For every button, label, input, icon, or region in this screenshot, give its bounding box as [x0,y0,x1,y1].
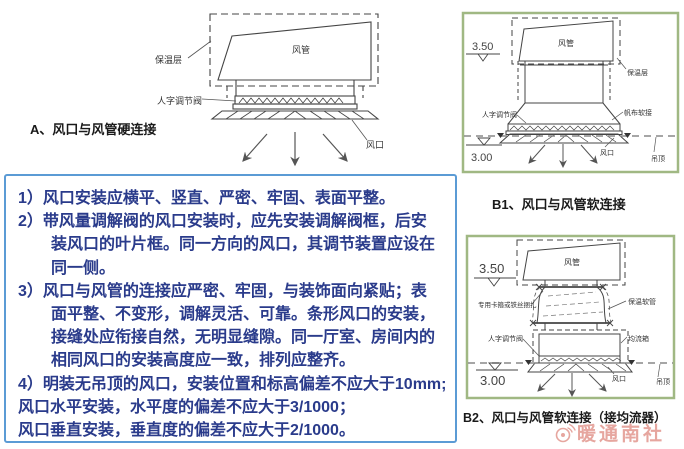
elevation-3-50: 3.50 [466,41,500,62]
leader-lines [187,40,368,141]
leader-lines [522,290,661,378]
canvas-joint-right [602,102,621,125]
airflow-arrows [528,144,598,168]
clamp-top-ties [535,283,607,291]
outlet-label: 风口 [612,375,626,383]
note-line: 风口垂直安装，垂直度的偏差不应大于2/1000。 [18,422,355,440]
note-line: 装风口的叶片框。同一方向的风口，其调节装置应设在 [51,236,436,254]
elevation-3-00: 3.00 [476,362,518,388]
note-line: 4）明装无吊顶的风口，安装位置和标高偏差不应大于10mm; [18,375,447,393]
ceiling-label: 吊顶 [651,155,665,163]
clamp-label: 专用卡箍或铁丝捆扎 [478,300,537,309]
note-line: 相同风口的安装高度应一致，排列应整齐。 [51,352,356,370]
duct-body [518,20,614,62]
caption-b2: B2、风口与风管软连接（接均流器） [463,411,667,425]
flex-duct-label: 保温软管 [628,297,656,306]
duct-assembly [209,13,380,120]
note-line: 接缝处应衔接自然，无明显缝隙。同一厅室、房间内的 [51,329,436,347]
insulation-label: 保温层 [155,54,182,65]
flex-duct-left [536,286,546,324]
outlet-label: 风口 [366,140,384,150]
diffuser [498,133,630,144]
note-line: 1）风口安装应横平、竖直、严密、牢固、表面平整。 [18,190,395,207]
equalizer-label: 均流箱 [628,334,649,343]
duct-label: 风管 [292,44,310,55]
duct-label: 风管 [564,257,580,267]
insulation-label: 保温层 [627,68,648,77]
duct-label: 风管 [558,38,574,48]
canvas-joint-label: 帆布软接 [624,108,652,117]
flex-duct-right [596,286,607,324]
installation-notes-box: 1）风口安装应横平、竖直、严密、牢固、表面平整。 2）带风量调解阀的风口安装时，… [4,174,457,443]
damper-label: 人字调节阀 [482,110,517,119]
elevation-top-value: 3.50 [472,41,493,53]
note-line: 3）风口与风管的连接应严密、牢固，与装饰面向紧贴；表 [18,282,427,300]
elevation-top-value: 3.50 [479,261,504,276]
diagram-b1-soft-connection: 3.50 3.00 风管 保温层 帆布软接 人字调节阀 风口 吊顶 [461,11,680,174]
note-line: 风口水平安装，水平度的偏差不应大于3/1000； [18,398,355,416]
airflow-arrows [242,132,348,167]
watermark-text: 暖通南社 [577,424,666,445]
leader-lines [516,57,657,153]
diagram-b2-soft-connection-equalizer: 3.50 3.00 风管 专用卡箍或铁丝捆扎 保温软管 人字调节阀 均流箱 风口… [465,234,676,400]
diffuser-hatch [539,363,627,372]
duct-body [522,242,621,281]
elevation-bottom-value: 3.00 [480,373,505,388]
duct-body [217,21,372,81]
damper-label: 人字调节阀 [157,95,202,106]
airflow-arrows [537,373,607,397]
duct-assembly [498,17,630,144]
green-frame [461,11,680,174]
weibo-icon [555,423,576,442]
flex-duct-insulation-dashes [542,291,604,317]
ceiling-label: 吊顶 [656,378,670,386]
damper-label: 人字调节阀 [488,334,523,343]
note-line: 2）带风量调解阀的风口安装时，应先安装调解阀框，后安 [18,213,427,231]
clamp-bottom-ties [529,319,614,327]
caption-a: A、风口与风管硬连接 [30,122,157,137]
diagram-a-rigid-connection: 保温层 风管 人字调节阀 风口 [155,13,384,167]
note-line: 同一侧。 [51,259,116,277]
elevation-3-00: 3.00 [466,137,502,164]
insulation-dashed-outline [516,239,626,286]
elevation-3-50: 3.50 [474,261,516,287]
diffuser-hatch [225,110,365,120]
elevation-bottom-value: 3.00 [471,152,492,164]
green-frame [465,234,676,400]
outlet-label: 风口 [600,149,614,157]
insulation-dashed-outline [209,13,379,87]
note-line: 面平整、不变形，调解灵活、可靠。条形风口的安装， [51,306,436,324]
canvas-joint-left [507,102,526,125]
insulation-dashed-outline [511,17,621,65]
watermark: 暖通南社 [553,419,665,446]
caption-b1: B1、风口与风管软连接 [492,197,626,212]
diffuser [210,110,380,120]
